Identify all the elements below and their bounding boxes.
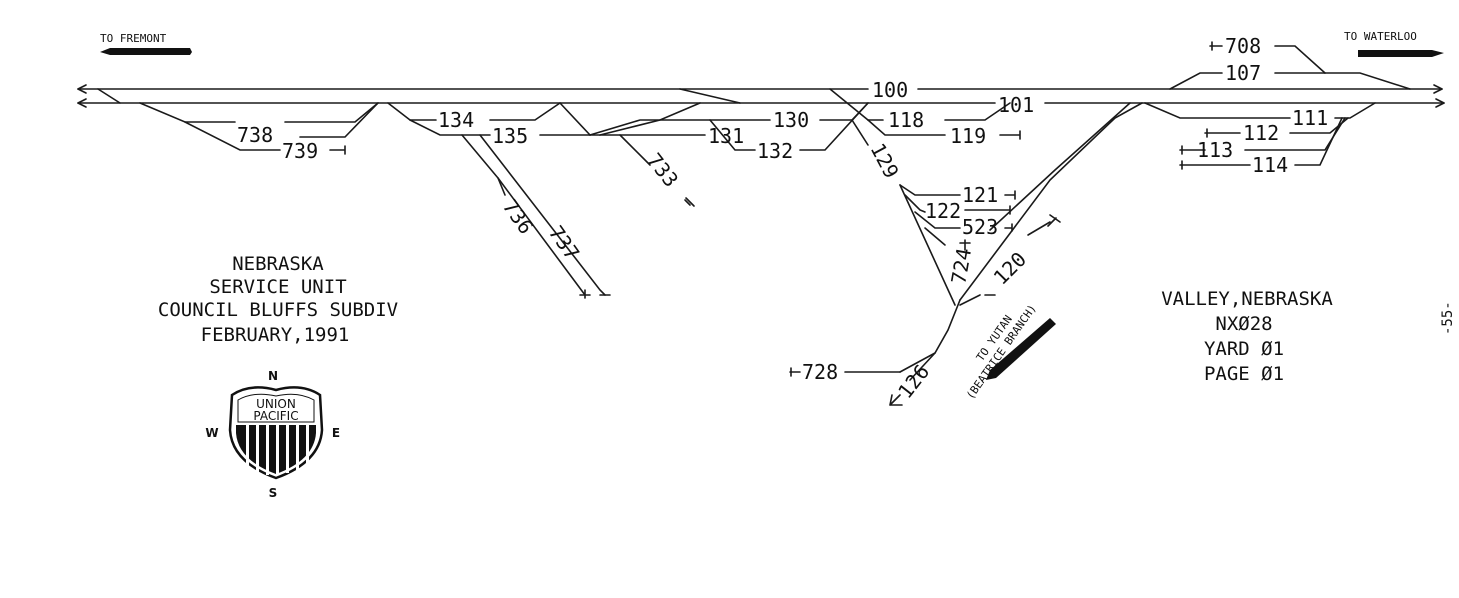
to-yutan-arrow-icon [986, 318, 1056, 380]
title-block-right: VALLEY,NEBRASKA NXØ28 YARD Ø1 PAGE Ø1 [1161, 288, 1333, 385]
track-728-126-group [789, 299, 961, 406]
compass-s: S [269, 486, 278, 500]
track-label-134: 134 [438, 108, 474, 132]
title-block-left: NEBRASKA SERVICE UNIT COUNCIL BLUFFS SUB… [158, 253, 398, 346]
track-label-739: 739 [282, 139, 318, 163]
track-label-107: 107 [1225, 61, 1261, 85]
track-label-132: 132 [757, 139, 793, 163]
track-label-100: 100 [872, 78, 908, 102]
track-118-119-group [829, 88, 1021, 140]
track-label-135: 135 [492, 124, 528, 148]
compass-n: N [268, 369, 278, 383]
track-label-737: 737 [544, 221, 584, 264]
track-label-728: 728 [802, 360, 838, 384]
union-pacific-logo: UNION PACIFIC N S W E [205, 369, 340, 500]
main-track-101 [77, 98, 1445, 108]
track-label-119: 119 [950, 124, 986, 148]
track-label-114: 114 [1252, 153, 1288, 177]
compass-w: W [205, 426, 218, 440]
track-label-118: 118 [888, 108, 924, 132]
track-738-739-group [97, 88, 379, 155]
title-left-line2: SERVICE UNIT [209, 276, 346, 298]
track-label-708: 708 [1225, 34, 1261, 58]
track-label-112: 112 [1243, 121, 1279, 145]
to-fremont-indicator: TO FREMONT [100, 32, 192, 55]
track-label-121: 121 [962, 183, 998, 207]
track-label-122: 122 [925, 199, 961, 223]
title-left-line1: NEBRASKA [232, 253, 324, 275]
logo-line2: PACIFIC [253, 409, 298, 423]
title-right-line4: PAGE Ø1 [1204, 363, 1284, 385]
track-label-113: 113 [1197, 138, 1233, 162]
to-fremont-label: TO FREMONT [100, 32, 167, 45]
track-label-111: 111 [1292, 106, 1328, 130]
logo-line1: UNION [256, 397, 296, 411]
track-label-130: 130 [773, 108, 809, 132]
title-right-line2: NXØ28 [1215, 313, 1272, 335]
page-number: -55- [1440, 301, 1456, 335]
track-130-132-group [559, 88, 869, 207]
title-right-line1: VALLEY,NEBRASKA [1161, 288, 1333, 310]
title-left-line4: FEBRUARY,1991 [201, 324, 350, 346]
to-waterloo-indicator: TO WATERLOO [1344, 30, 1444, 57]
track-label-131: 131 [708, 124, 744, 148]
compass-e: E [332, 426, 340, 440]
track-label-724: 724 [946, 246, 976, 286]
track-label-738: 738 [237, 123, 273, 147]
shield-stripes [236, 425, 316, 475]
track-label-733: 733 [642, 148, 683, 191]
to-waterloo-label: TO WATERLOO [1344, 30, 1417, 43]
to-waterloo-arrow-icon [1358, 50, 1444, 57]
track-label-101: 101 [998, 93, 1034, 117]
title-left-line3: COUNCIL BLUFFS SUBDIV [158, 299, 398, 321]
track-label-129: 129 [866, 139, 904, 182]
track-label-523: 523 [962, 215, 998, 239]
track-120-group [959, 102, 1143, 306]
to-fremont-arrow-icon [100, 48, 192, 55]
track-134-135-group [387, 102, 611, 299]
title-right-line3: YARD Ø1 [1204, 338, 1284, 360]
main-track-100 [77, 84, 1443, 94]
track-east-group [1144, 41, 1411, 170]
